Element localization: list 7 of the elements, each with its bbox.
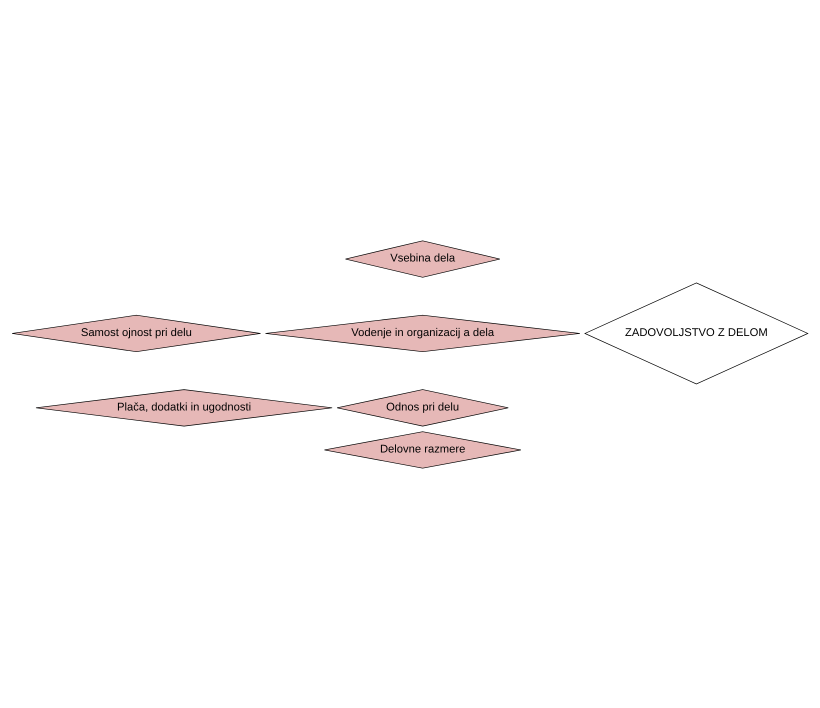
- node-diamond: Samost ojnost pri delu: [12, 314, 261, 352]
- node-diamond: Plača, dodatki in ugodnosti: [36, 388, 332, 426]
- node-diamond: Odnos pri delu: [336, 388, 509, 426]
- node-diamond: Vsebina dela: [345, 240, 500, 278]
- node-diamond: Delovne razmere: [324, 430, 522, 468]
- node-diamond: ZADOVOLJSTVO Z DELOM: [584, 282, 809, 384]
- node-diamond: Vodenje in organizacij a dela: [265, 314, 580, 352]
